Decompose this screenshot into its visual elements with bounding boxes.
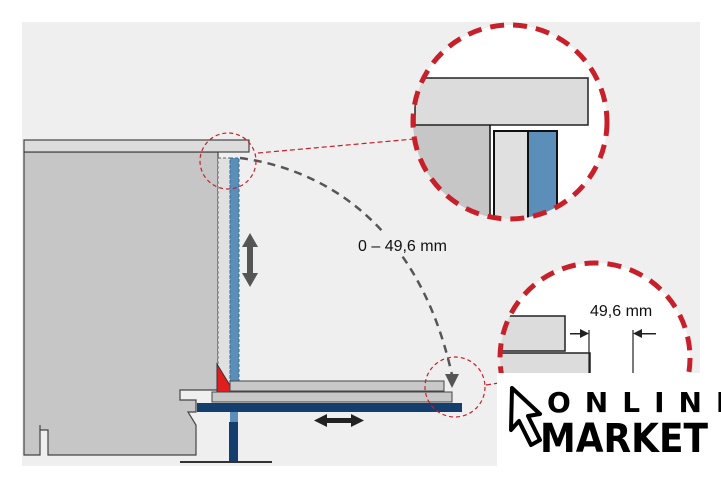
plinth-plate-upper bbox=[229, 380, 445, 392]
vertical-adjust-arrow-icon bbox=[242, 233, 258, 287]
door-panel bbox=[217, 157, 231, 385]
worktop bbox=[23, 139, 250, 153]
appliance-body bbox=[23, 139, 250, 456]
plinth-plate-lower bbox=[211, 391, 453, 403]
leader-line bbox=[257, 138, 415, 154]
leg bbox=[229, 422, 238, 463]
logo-line1: ONLINE bbox=[547, 386, 721, 419]
range-label: 0 – 49,6 mm bbox=[358, 238, 447, 255]
plinth-rail bbox=[197, 403, 462, 412]
decor-panel bbox=[229, 157, 240, 385]
leg-upper bbox=[230, 412, 238, 422]
travel-path bbox=[239, 156, 454, 376]
detail-marker-top bbox=[199, 132, 257, 190]
magnified-detail-top bbox=[410, 22, 610, 222]
online-market-logo: ONLINE MARKET bbox=[497, 373, 721, 487]
offset-label: 49,6 mm bbox=[590, 303, 652, 320]
arrowhead-icon bbox=[445, 374, 459, 388]
detail-marker-bottom bbox=[424, 356, 486, 418]
cursor-icon bbox=[509, 386, 542, 447]
label-bg bbox=[354, 234, 460, 256]
horizontal-adjust-arrow-icon bbox=[314, 414, 364, 427]
logo-line2: MARKET bbox=[540, 416, 709, 462]
